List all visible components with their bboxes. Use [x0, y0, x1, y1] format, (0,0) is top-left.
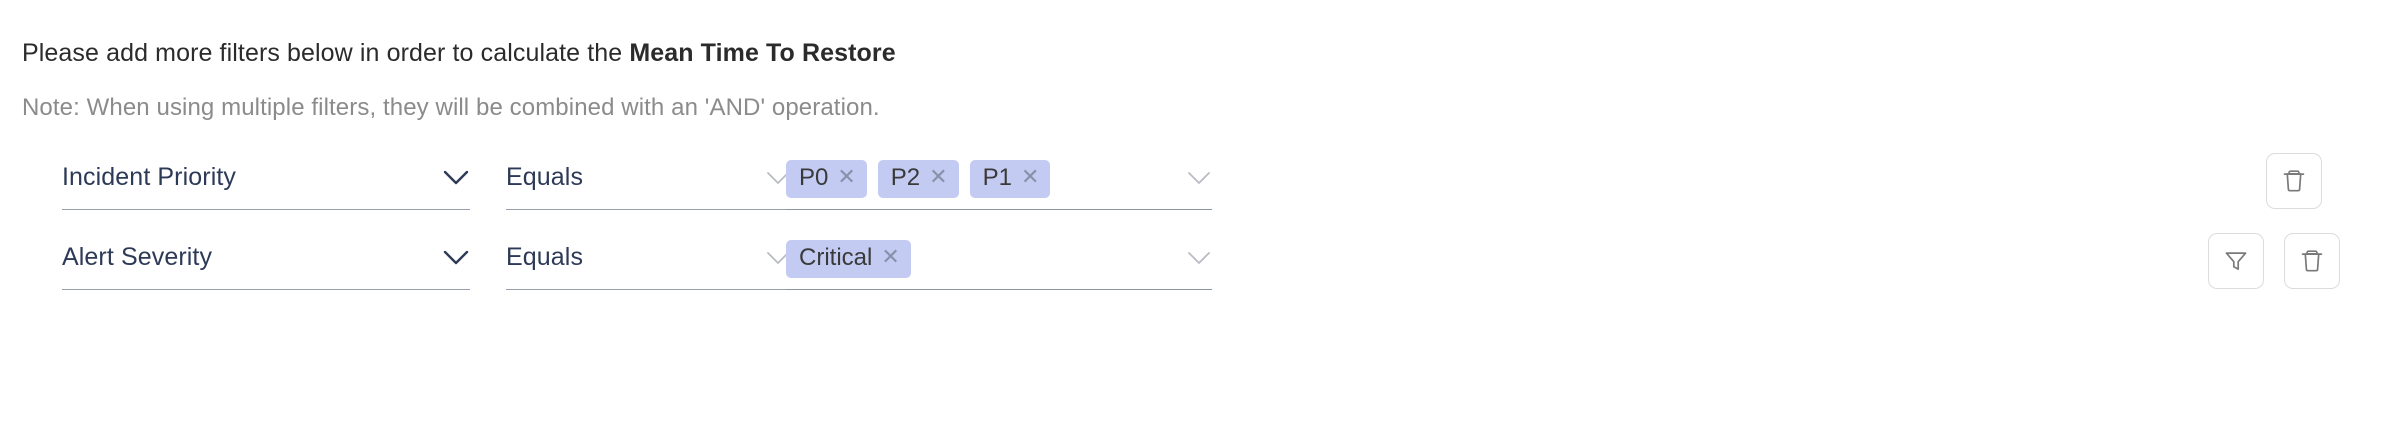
instruction-prefix: Please add more filters below in order t… [22, 39, 630, 67]
value-chip-label: P2 [890, 164, 921, 191]
filter-operator-select[interactable]: Equals [506, 152, 791, 210]
chevron-down-icon[interactable] [1186, 250, 1212, 272]
row-actions [2208, 232, 2340, 290]
trash-icon [2299, 247, 2325, 275]
value-chip[interactable]: P2 ✕ [877, 159, 959, 198]
filter-value-multiselect[interactable]: Critical ✕ [786, 232, 1212, 290]
chevron-down-icon[interactable] [765, 250, 791, 272]
row-actions [2266, 152, 2322, 210]
filter-operator-value: Equals [506, 163, 584, 191]
value-chip-label: Critical [799, 244, 873, 271]
chevron-down-icon[interactable] [442, 249, 470, 273]
apply-filter-button[interactable] [2208, 233, 2264, 289]
selected-values: Critical ✕ [786, 239, 911, 282]
filter-row: Alert Severity Equals Critical ✕ [0, 232, 2408, 312]
trash-icon [2281, 167, 2307, 195]
close-icon[interactable]: ✕ [1020, 164, 1040, 189]
filter-operator-select[interactable]: Equals [506, 232, 791, 290]
filter-field-value: Alert Severity [62, 243, 213, 271]
metric-name: Mean Time To Restore [629, 39, 896, 67]
value-chip[interactable]: P0 ✕ [786, 159, 867, 198]
value-chip-label: P0 [799, 164, 829, 191]
value-chip-label: P1 [982, 164, 1012, 191]
close-icon[interactable]: ✕ [929, 164, 948, 189]
filter-note: Note: When using multiple filters, they … [22, 94, 880, 121]
value-chip[interactable]: P1 ✕ [969, 159, 1051, 198]
close-icon[interactable]: ✕ [881, 244, 900, 269]
filter-operator-value: Equals [506, 243, 584, 271]
funnel-icon [2223, 248, 2249, 274]
filter-rows: Incident Priority Equals P0 ✕ [0, 152, 2408, 312]
chevron-down-icon[interactable] [442, 169, 470, 193]
close-icon[interactable]: ✕ [837, 164, 856, 189]
chevron-down-icon[interactable] [765, 170, 791, 192]
delete-filter-button[interactable] [2284, 233, 2340, 289]
chevron-down-icon[interactable] [1186, 170, 1212, 192]
filter-field-value: Incident Priority [62, 163, 236, 191]
filter-field-select[interactable]: Incident Priority [62, 152, 470, 210]
filter-field-select[interactable]: Alert Severity [62, 232, 470, 290]
delete-filter-button[interactable] [2266, 153, 2322, 209]
filter-row: Incident Priority Equals P0 ✕ [0, 152, 2408, 232]
value-chip[interactable]: Critical ✕ [786, 239, 911, 278]
page-title: Please add more filters below in order t… [22, 38, 896, 68]
filter-value-multiselect[interactable]: P0 ✕ P2 ✕ P1 ✕ [786, 152, 1212, 210]
selected-values: P0 ✕ P2 ✕ P1 ✕ [786, 159, 1051, 202]
